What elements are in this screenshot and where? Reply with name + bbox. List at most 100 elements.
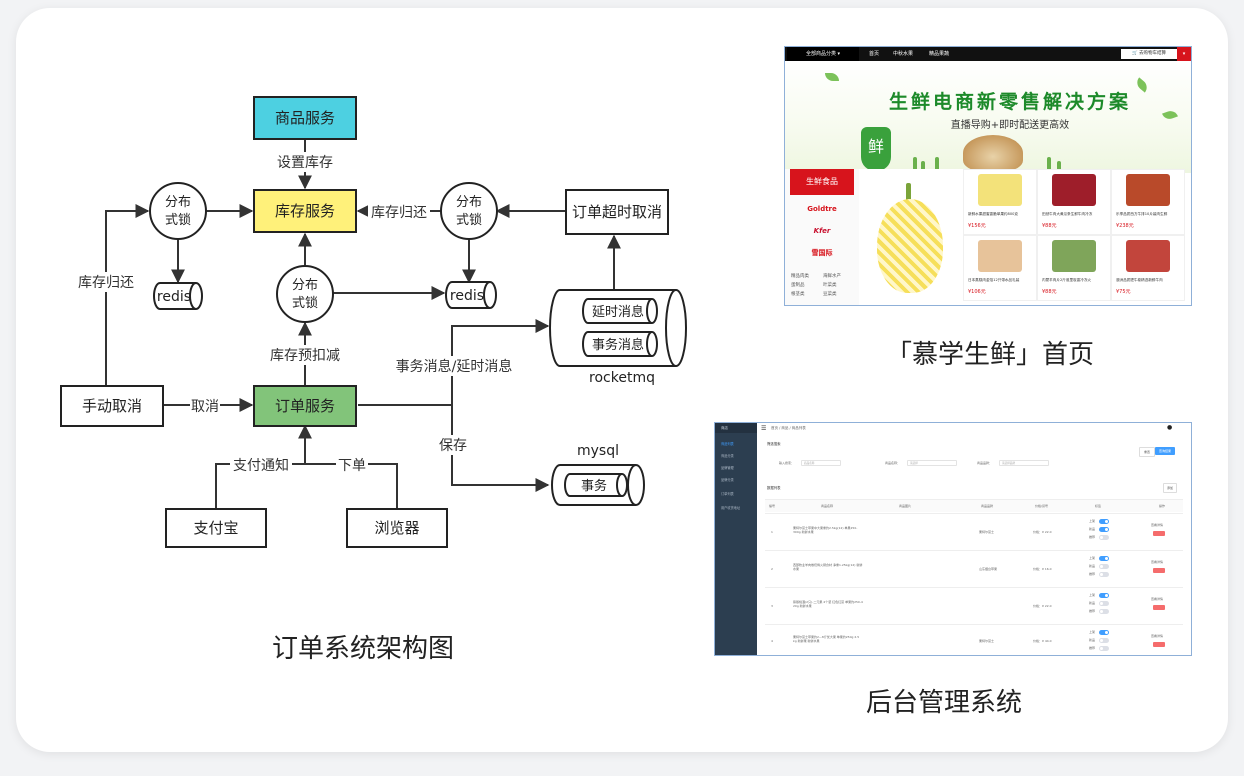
label-tx-delay-msg: 事务消息/延时消息 xyxy=(396,358,513,375)
product-card[interactable]: 内蒙羊肉片2斤谁里炭香冷冻火 ¥88元 xyxy=(1037,235,1111,301)
product-card[interactable]: 田然牛肉大黄瓜条生鲜牛肉冷冻 ¥88元 xyxy=(1037,169,1111,235)
grass-decoration xyxy=(935,157,939,173)
brand-logo[interactable]: Kfer xyxy=(813,227,831,235)
grass-decoration xyxy=(1057,161,1061,173)
category-heading[interactable]: 生鲜食品 xyxy=(790,169,854,195)
tag-label: 推荐 xyxy=(1089,572,1096,576)
product-card[interactable]: 日本蒸糕肉金馅12只带水品礼装 ¥106元 xyxy=(963,235,1037,301)
publish-toggle[interactable] xyxy=(1099,593,1109,598)
menu-icon[interactable]: ☰ xyxy=(761,425,767,432)
admin-nav-products[interactable]: 商品列表 xyxy=(721,442,734,446)
admin-nav-brand-categories[interactable]: 品牌分类 xyxy=(721,478,734,482)
dist-lock-right xyxy=(440,182,498,240)
admin-nav-categories[interactable]: 商品分类 xyxy=(721,454,734,458)
label-save: 保存 xyxy=(439,438,467,454)
recommend-toggle[interactable] xyxy=(1099,646,1109,651)
product-name: 内蒙羊肉片2斤谁里炭香冷冻火 xyxy=(1042,278,1092,282)
publish-toggle[interactable] xyxy=(1099,556,1109,561)
category-link[interactable]: 精品肉类 xyxy=(791,274,809,279)
user-avatar-icon[interactable]: ● xyxy=(1167,424,1173,431)
redis-right-label: redis xyxy=(450,288,484,304)
keyword-input[interactable]: 商品名称 xyxy=(801,460,841,466)
filter-label-brand: 商品品牌： xyxy=(977,461,993,465)
view-detail-link[interactable]: 查看详情 xyxy=(1151,523,1164,527)
product-price: ¥156元 xyxy=(968,223,986,229)
new-toggle[interactable] xyxy=(1099,638,1109,643)
browser-box xyxy=(346,508,448,548)
recommend-toggle[interactable] xyxy=(1099,609,1109,614)
admin-brand: 商店 xyxy=(715,423,757,433)
label-stock-return-left: 库存归还 xyxy=(78,274,134,291)
view-detail-link[interactable]: 查看详情 xyxy=(1151,634,1164,638)
category-link[interactable]: 海鲜水产 xyxy=(823,274,841,279)
product-card[interactable]: 澳洲品质肥牛卷精选新鲜牛肉 ¥75元 xyxy=(1111,235,1185,301)
category-link[interactable]: 蛋制品 xyxy=(791,283,805,288)
category-link[interactable]: 根茎类 xyxy=(791,292,805,297)
admin-screenshot: 商店 商品列表 商品分类 品牌管理 品牌分类 订单列表 用户收货地址 ☰ 首页 … xyxy=(714,422,1192,656)
delete-button[interactable] xyxy=(1153,605,1165,610)
view-detail-link[interactable]: 查看详情 xyxy=(1151,560,1164,564)
tag-label: 上架 xyxy=(1089,556,1096,560)
redis-right-store: redis xyxy=(445,281,497,309)
product-name: 新鲜水果甜蜜香脆单果约800克 xyxy=(968,212,1018,216)
nav-category-dropdown[interactable]: 全部商品分类 ▾ xyxy=(787,47,859,61)
nav-item-mid-autumn[interactable]: 中秋水果 xyxy=(893,51,914,57)
chevron-down-icon[interactable]: ▾ xyxy=(1177,47,1191,61)
grass-decoration xyxy=(921,161,925,173)
admin-content: 筛选搜索 重置 查询结果 输入搜索： 商品名称 商品名称： 请选择 商品品牌： … xyxy=(757,433,1191,655)
product-grid: 新鲜水果甜蜜香脆单果约800克 ¥156元 田然牛肉大黄瓜条生鲜牛肉冷冻 ¥88… xyxy=(963,169,1189,303)
admin-nav-addresses[interactable]: 用户收货地址 xyxy=(721,506,741,510)
admin-nav-brands[interactable]: 品牌管理 xyxy=(721,466,734,470)
new-toggle[interactable] xyxy=(1099,527,1109,532)
tag-label: 上架 xyxy=(1089,593,1096,597)
view-detail-link[interactable]: 查看详情 xyxy=(1151,597,1164,601)
category-link[interactable]: 叶菜类 xyxy=(823,283,837,288)
reset-button[interactable]: 重置 xyxy=(1139,447,1155,457)
label-stock-pre-deduct: 库存预扣减 xyxy=(270,348,340,364)
search-button[interactable]: 查询结果 xyxy=(1155,447,1175,455)
row-price: 价格：¥ 44.0 xyxy=(1033,639,1052,643)
brand-logo[interactable]: 雪国际 xyxy=(811,249,833,257)
row-id: 1 xyxy=(771,530,773,534)
recommend-toggle[interactable] xyxy=(1099,535,1109,540)
delete-button[interactable] xyxy=(1153,531,1165,536)
delete-button[interactable] xyxy=(1153,642,1165,647)
filter-title: 筛选搜索 xyxy=(767,442,781,446)
nav-item-premium[interactable]: 精品果蔬 xyxy=(929,51,950,57)
row-id: 3 xyxy=(771,604,773,608)
mq-delay-msg-label: 延时消息 xyxy=(592,304,644,320)
cart-button[interactable]: 🛒 去购物车结算 xyxy=(1121,49,1177,59)
brand-select[interactable]: 请选择品牌 xyxy=(999,460,1049,466)
new-toggle[interactable] xyxy=(1099,564,1109,569)
tag-label: 上架 xyxy=(1089,630,1096,634)
publish-toggle[interactable] xyxy=(1099,630,1109,635)
tag-label: 新品 xyxy=(1089,564,1096,568)
dist-lock-right-line2: 式锁 xyxy=(456,212,482,228)
product-name: 乐享品质西方牛排10片装肉生鲜 xyxy=(1116,212,1168,216)
product-card[interactable]: 新鲜水果甜蜜香脆单果约800克 ¥156元 xyxy=(963,169,1037,235)
delete-button[interactable] xyxy=(1153,568,1165,573)
recommend-toggle[interactable] xyxy=(1099,572,1109,577)
product-price: ¥88元 xyxy=(1042,223,1057,229)
publish-toggle[interactable] xyxy=(1099,519,1109,524)
product-service-label: 商品服务 xyxy=(275,109,335,127)
column-header: 操作 xyxy=(1159,504,1166,508)
add-button[interactable]: 添加 xyxy=(1163,483,1177,493)
edge-manual-to-lock-left xyxy=(105,204,150,385)
table-header-row: 编号 商品名称 商品图片 商品品牌 价格/货号 标签 操作 xyxy=(765,499,1183,512)
table-title: 数据列表 xyxy=(767,486,781,490)
product-card[interactable]: 乐享品质西方牛排10片装肉生鲜 ¥238元 xyxy=(1111,169,1185,235)
column-header: 商品图片 xyxy=(899,504,912,508)
product-price: ¥106元 xyxy=(968,289,986,295)
name-select[interactable]: 请选择 xyxy=(907,460,957,466)
melon-stem xyxy=(906,183,911,203)
category-link[interactable]: 豆菜类 xyxy=(823,292,837,297)
admin-nav-orders[interactable]: 订单列表 xyxy=(721,492,734,496)
row-product-name: 栗特尔富士苹果约2—8斤优大果 单果约250g 2.5 kg 新鲜果 新鲜水果 xyxy=(793,635,860,643)
table-row: 4 栗特尔富士苹果约2—8斤优大果 单果约250g 2.5 kg 新鲜果 新鲜水… xyxy=(765,624,1183,655)
nav-item-home[interactable]: 首页 xyxy=(869,51,880,57)
brand-logo[interactable]: Goldtre xyxy=(807,205,837,213)
product-service-box xyxy=(253,96,357,140)
new-toggle[interactable] xyxy=(1099,601,1109,606)
featured-product-image[interactable] xyxy=(859,169,963,305)
